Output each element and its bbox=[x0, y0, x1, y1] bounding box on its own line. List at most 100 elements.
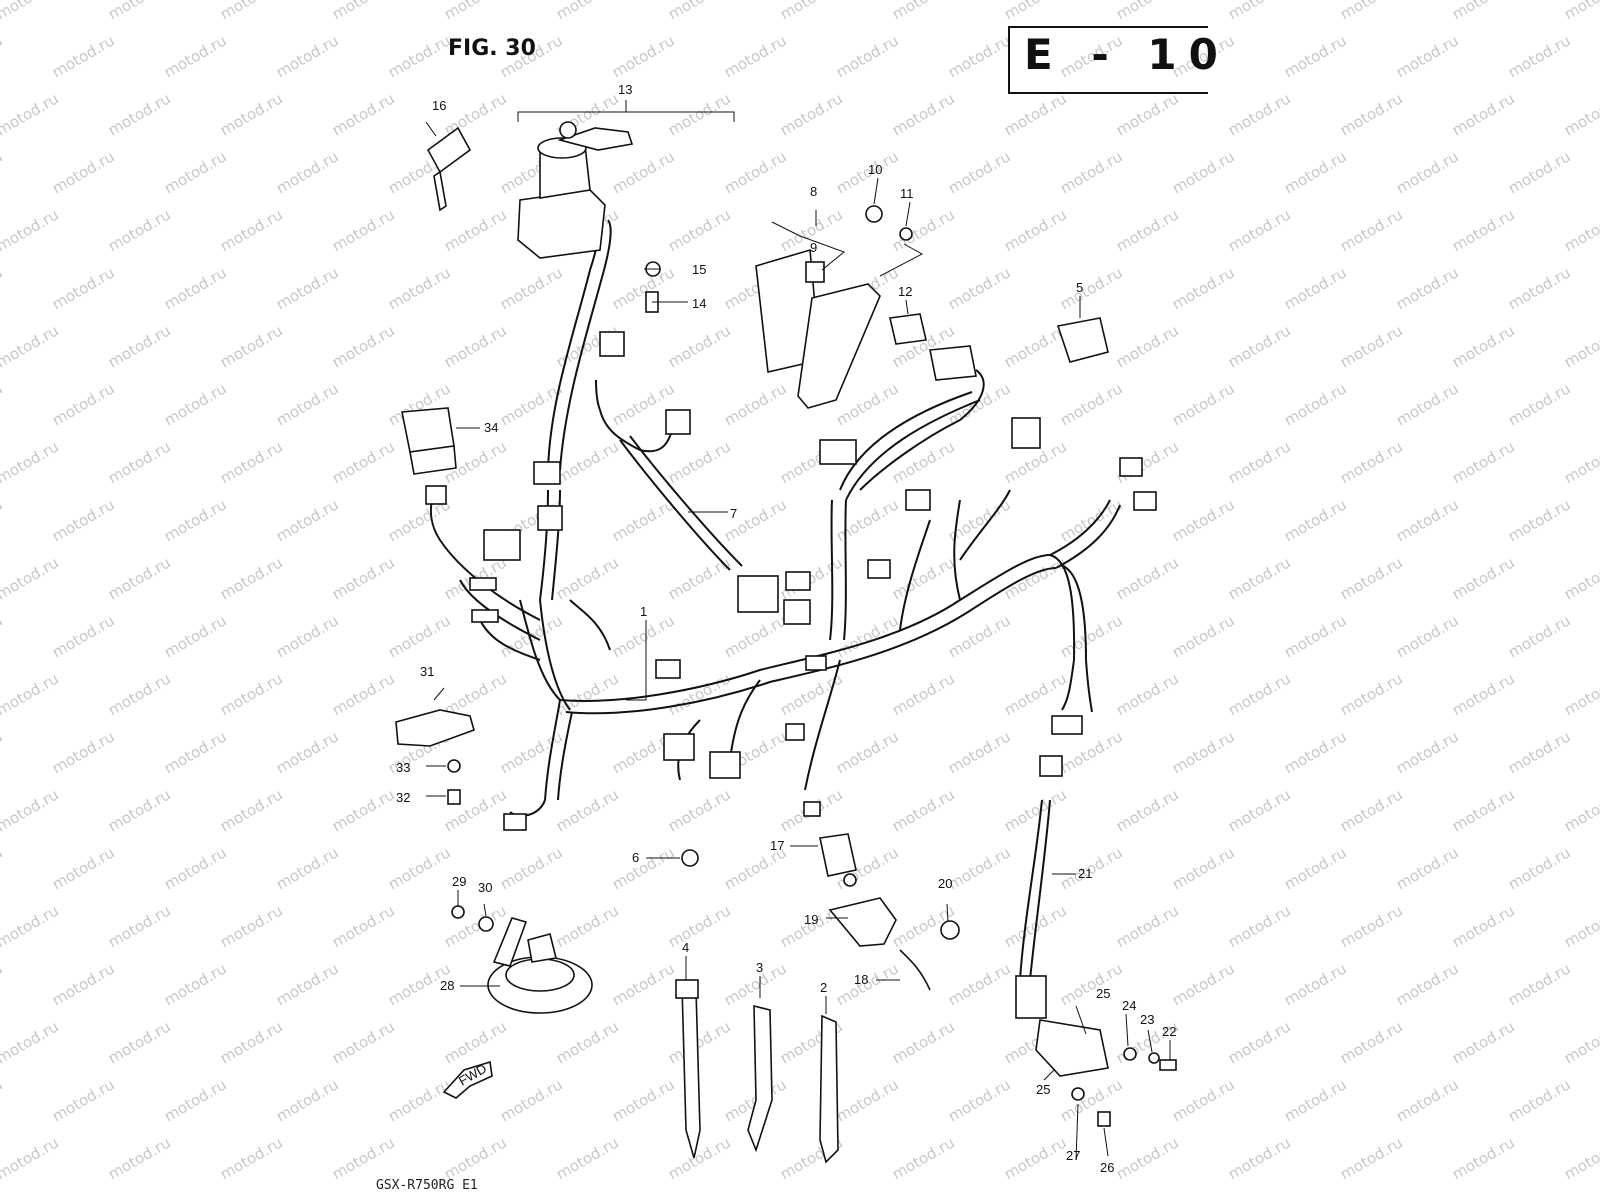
watermark-text: motod.ru bbox=[1225, 669, 1294, 719]
watermark-text: motod.ru bbox=[1561, 901, 1600, 951]
watermark-text: motod.ru bbox=[1393, 147, 1462, 197]
callout-24: 24 bbox=[1122, 998, 1136, 1013]
ignition-key bbox=[426, 126, 472, 212]
watermark-text: motod.ru bbox=[1169, 263, 1238, 313]
watermark-text: motod.ru bbox=[1561, 321, 1600, 371]
watermark-text: motod.ru bbox=[0, 1075, 6, 1125]
watermark-text: motod.ru bbox=[1393, 379, 1462, 429]
watermark-text: motod.ru bbox=[1281, 611, 1350, 661]
cable-ties bbox=[675, 979, 839, 1164]
watermark-text: motod.ru bbox=[1449, 1133, 1518, 1183]
watermark-text: motod.ru bbox=[1505, 31, 1574, 81]
watermark-text: motod.ru bbox=[1113, 901, 1182, 951]
watermark-text: motod.ru bbox=[665, 89, 734, 139]
watermark-text: motod.ru bbox=[721, 31, 790, 81]
watermark-text: motod.ru bbox=[217, 553, 286, 603]
watermark-text: motod.ru bbox=[665, 321, 734, 371]
watermark-text: motod.ru bbox=[1281, 495, 1350, 545]
watermark-text: motod.ru bbox=[1449, 785, 1518, 835]
watermark-text: motod.ru bbox=[161, 611, 230, 661]
watermark-text: motod.ru bbox=[217, 89, 286, 139]
callout-29: 29 bbox=[452, 874, 466, 889]
watermark-text: motod.ru bbox=[553, 785, 622, 835]
horn bbox=[487, 917, 593, 1014]
watermark-text: motod.ru bbox=[609, 843, 678, 893]
harness-bracket bbox=[395, 709, 475, 747]
watermark-text: motod.ru bbox=[553, 0, 622, 23]
watermark-text: motod.ru bbox=[833, 495, 902, 545]
watermark-text: motod.ru bbox=[889, 89, 958, 139]
watermark-text: motod.ru bbox=[1449, 553, 1518, 603]
watermark-text: motod.ru bbox=[1561, 437, 1600, 487]
watermark-text: motod.ru bbox=[0, 205, 62, 255]
watermark-text: motod.ru bbox=[1337, 437, 1406, 487]
main-wiring-harness bbox=[430, 219, 1121, 817]
watermark-text: motod.ru bbox=[1169, 611, 1238, 661]
watermark-text: motod.ru bbox=[0, 843, 6, 893]
watermark-text: motod.ru bbox=[273, 1075, 342, 1125]
watermark-text: motod.ru bbox=[889, 669, 958, 719]
watermark-text: motod.ru bbox=[1225, 437, 1294, 487]
callout-bracket-10-11 bbox=[879, 243, 924, 277]
watermark-text: motod.ru bbox=[1113, 321, 1182, 371]
watermark-text: motod.ru bbox=[1001, 785, 1070, 835]
watermark-text: motod.ru bbox=[1281, 727, 1350, 777]
watermark-text: motod.ru bbox=[777, 89, 846, 139]
watermark-text: motod.ru bbox=[1505, 611, 1574, 661]
callout-33: 33 bbox=[396, 760, 410, 775]
watermark-text: motod.ru bbox=[945, 1075, 1014, 1125]
watermark-text: motod.ru bbox=[0, 0, 62, 23]
watermark-text: motod.ru bbox=[1281, 379, 1350, 429]
watermark-text: motod.ru bbox=[1505, 263, 1574, 313]
watermark-text: motod.ru bbox=[0, 611, 6, 661]
watermark-text: motod.ru bbox=[665, 553, 734, 603]
watermark-text: motod.ru bbox=[1505, 495, 1574, 545]
watermark-text: motod.ru bbox=[217, 901, 286, 951]
watermark-text: motod.ru bbox=[1225, 901, 1294, 951]
watermark-text: motod.ru bbox=[945, 727, 1014, 777]
watermark-text: motod.ru bbox=[441, 0, 510, 23]
callout-34: 34 bbox=[484, 420, 498, 435]
watermark-text: motod.ru bbox=[1225, 785, 1294, 835]
watermark-text: motod.ru bbox=[105, 553, 174, 603]
fuse-holder bbox=[859, 313, 985, 491]
watermark-text: motod.ru bbox=[553, 553, 622, 603]
watermark-text: motod.ru bbox=[1001, 1133, 1070, 1183]
switch-bracket bbox=[828, 897, 960, 947]
watermark-text: motod.ru bbox=[441, 1017, 510, 1067]
watermark-text: motod.ru bbox=[1281, 31, 1350, 81]
watermark-text: motod.ru bbox=[497, 263, 566, 313]
watermark-text: motod.ru bbox=[1561, 669, 1600, 719]
watermark-text: motod.ru bbox=[217, 1017, 286, 1067]
watermark-text: motod.ru bbox=[665, 1017, 734, 1067]
watermark-text: motod.ru bbox=[1057, 611, 1126, 661]
watermark-text: motod.ru bbox=[665, 0, 734, 23]
watermark-text: motod.ru bbox=[1337, 321, 1406, 371]
watermark-text: motod.ru bbox=[1449, 205, 1518, 255]
watermark-text: motod.ru bbox=[665, 1133, 734, 1183]
watermark-text: motod.ru bbox=[777, 0, 846, 23]
watermark-text: motod.ru bbox=[1337, 89, 1406, 139]
watermark-text: motod.ru bbox=[609, 263, 678, 313]
callout-18: 18 bbox=[854, 972, 868, 987]
watermark-text: motod.ru bbox=[889, 553, 958, 603]
watermark-text: motod.ru bbox=[1393, 495, 1462, 545]
watermark-text: motod.ru bbox=[833, 611, 902, 661]
callout-23: 23 bbox=[1140, 1012, 1154, 1027]
watermark-text: motod.ru bbox=[1505, 147, 1574, 197]
watermark-text: motod.ru bbox=[49, 727, 118, 777]
watermark-text: motod.ru bbox=[49, 843, 118, 893]
watermark-text: motod.ru bbox=[1169, 379, 1238, 429]
watermark-text: motod.ru bbox=[273, 147, 342, 197]
callout-13: 13 bbox=[618, 82, 632, 97]
watermark-text: motod.ru bbox=[1449, 901, 1518, 951]
section-code-box bbox=[1008, 26, 1208, 94]
watermark-text: motod.ru bbox=[1169, 727, 1238, 777]
watermark-text: motod.ru bbox=[0, 669, 62, 719]
watermark-text: motod.ru bbox=[1393, 1075, 1462, 1125]
watermark-text: motod.ru bbox=[945, 263, 1014, 313]
callout-7: 7 bbox=[730, 506, 737, 521]
watermark-text: motod.ru bbox=[329, 89, 398, 139]
watermark-text: motod.ru bbox=[273, 727, 342, 777]
